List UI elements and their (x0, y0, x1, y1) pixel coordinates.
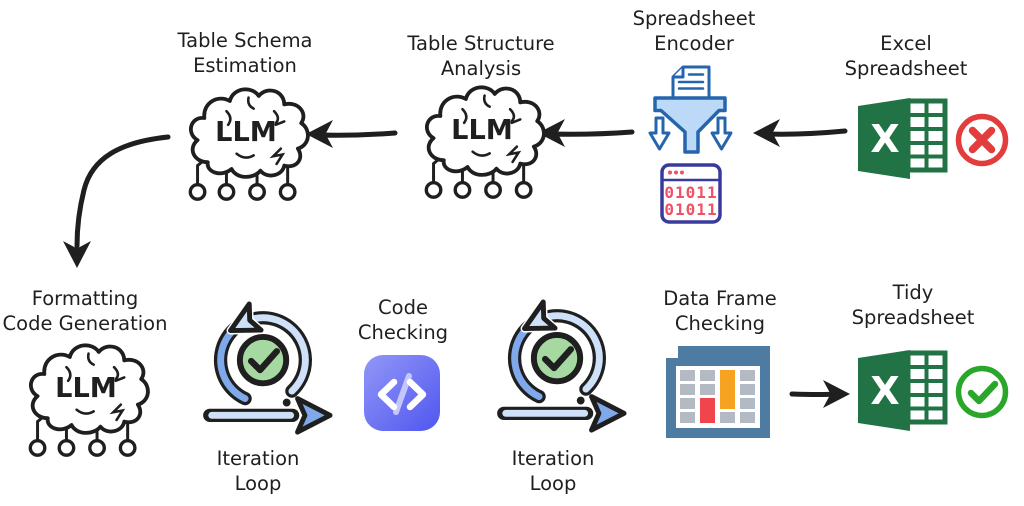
label-tidy-spreadsheet: Tidy Spreadsheet (851, 281, 975, 329)
arrow-encoder-to-analysis (538, 119, 635, 147)
label-formatting-code-generation: Formatting Code Generation (2, 287, 168, 335)
svg-text:01011: 01011 (664, 200, 717, 219)
excel-spreadsheet-icon: X (858, 98, 1009, 179)
arrow-excel-to-encoder (753, 119, 848, 147)
svg-text:X: X (870, 369, 899, 413)
success-badge-icon (955, 365, 1009, 419)
excel-spreadsheet-icon: X (858, 350, 1009, 431)
svg-text:LLM: LLM (451, 115, 513, 146)
code-checking-icon (364, 355, 440, 431)
label-data-frame-checking: Data Frame Checking (663, 287, 777, 335)
label-code-checking: Code Checking (357, 296, 449, 344)
arrow-analysis-to-schema (306, 120, 398, 148)
llm-brain-icon: LLM (28, 343, 150, 457)
iteration-loop-icon (497, 298, 627, 433)
error-badge-icon (955, 113, 1009, 167)
label-iteration-loop-2: Iteration Loop (511, 447, 595, 495)
label-spreadsheet-encoder: Spreadsheet Encoder (632, 7, 756, 55)
spreadsheet-encoder-icon: 01011 01011 (648, 65, 733, 224)
data-frame-checking-icon (666, 346, 770, 438)
iteration-loop-icon (203, 300, 333, 435)
llm-brain-icon: LLM (188, 87, 310, 201)
llm-brain-icon: LLM (424, 85, 546, 199)
label-excel-spreadsheet: Excel Spreadsheet (844, 32, 968, 80)
label-iteration-loop-1: Iteration Loop (216, 447, 300, 495)
label-table-schema-estimation: Table Schema Estimation (177, 29, 313, 77)
label-table-structure-analysis: Table Structure Analysis (407, 32, 555, 80)
svg-text:LLM: LLM (55, 373, 117, 404)
svg-text:LLM: LLM (215, 117, 277, 148)
svg-text:01011: 01011 (664, 183, 717, 202)
arrow-dataframe-to-tidy (789, 380, 850, 408)
svg-text:X: X (870, 117, 899, 161)
arrow-schema-to-formatting (63, 134, 171, 268)
